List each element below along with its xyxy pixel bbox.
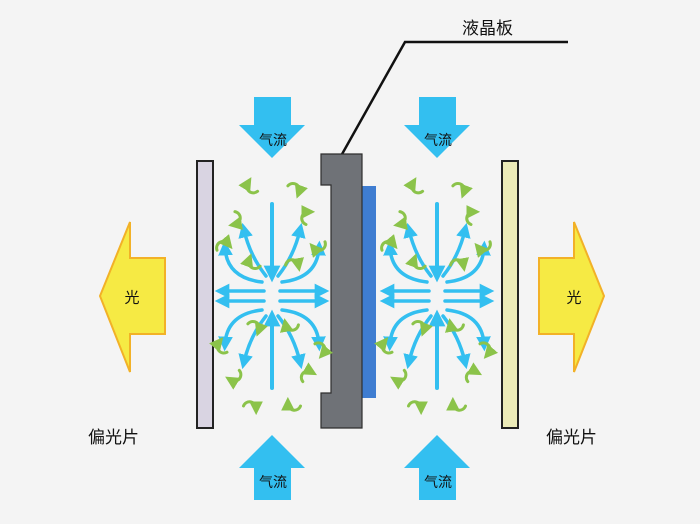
swirl-arrow: [246, 319, 268, 337]
lcd-panel-label: 液晶板: [462, 19, 513, 39]
swirl-arrow: [407, 400, 428, 416]
swirl-arrow: [411, 319, 433, 337]
swirl-arrow: [300, 205, 316, 226]
swirl-arrow: [464, 362, 483, 384]
lcd-panel: [320, 153, 363, 429]
panel-blue-layer: [362, 186, 376, 398]
polarizer-right: [501, 160, 519, 429]
swirl-arrow: [451, 181, 473, 199]
airflow-arrow-top-right: [404, 97, 470, 158]
flow-fan-arrow: [403, 314, 433, 370]
swirl-arrow: [240, 253, 262, 271]
swirl-arrow: [478, 341, 499, 359]
swirl-arrow: [465, 205, 481, 226]
flow-fan-arrow: [280, 308, 326, 352]
swirl-arrow: [238, 177, 260, 195]
swirl-arrow: [403, 177, 425, 195]
light-label-right: 光: [566, 288, 582, 307]
flow-fan-arrow: [276, 314, 306, 370]
swirl-arrow: [474, 240, 492, 258]
flow-fan-arrow: [276, 222, 306, 278]
swirl-arrow: [374, 337, 394, 355]
flow-fan-arrow: [441, 314, 471, 370]
airflow-arrow-bottom-right: [404, 435, 470, 500]
swirl-arrow: [225, 368, 243, 390]
swirl-arrow: [280, 318, 300, 333]
swirl-arrow: [209, 337, 229, 355]
flow-fan-arrow: [218, 308, 264, 352]
swirl-arrow: [380, 234, 398, 252]
polarizer-left: [196, 160, 214, 429]
flow-fan-right: [379, 202, 495, 390]
flow-fan-arrow: [441, 222, 471, 278]
swirl-arrow: [281, 396, 302, 412]
swirl-arrow: [449, 257, 469, 272]
flow-fan-left: [214, 202, 330, 390]
light-arrow-left: [98, 221, 166, 373]
swirl-arrow: [286, 181, 308, 199]
swirl-arrow: [284, 257, 304, 272]
polarizer-label-left: 偏光片: [88, 428, 139, 448]
swirl-arrow: [228, 210, 243, 230]
airflow-label-top-right: 气流: [424, 133, 452, 149]
airflow-arrow-bottom-left: [239, 435, 305, 500]
airflow-label-bottom-left: 气流: [259, 475, 287, 491]
flow-fan-arrow: [238, 314, 268, 370]
flow-fan-arrow: [383, 308, 429, 352]
flow-fan-arrow: [383, 240, 429, 284]
airflow-label-bottom-right: 气流: [424, 475, 452, 491]
swirl-group-left: [209, 177, 334, 416]
polarizer-label-right: 偏光片: [546, 428, 597, 448]
lcd-panel-leader-line: [330, 40, 568, 173]
light-arrow-right: [538, 221, 606, 373]
swirl-arrow: [299, 362, 318, 384]
swirl-arrow: [309, 240, 327, 258]
swirl-arrow: [242, 400, 263, 416]
swirl-arrow: [393, 210, 408, 230]
swirl-arrow: [405, 253, 427, 271]
swirl-arrow: [313, 341, 334, 359]
swirl-arrow: [390, 368, 408, 390]
swirl-group-right: [374, 177, 499, 416]
swirl-arrow: [445, 318, 465, 333]
flow-fan-arrow: [218, 240, 264, 284]
swirl-arrow: [215, 234, 233, 252]
swirl-arrow: [446, 396, 467, 412]
airflow-arrow-top-left: [239, 97, 305, 158]
airflow-label-top-left: 气流: [259, 133, 287, 149]
flow-fan-arrow: [445, 308, 491, 352]
light-label-left: 光: [124, 288, 140, 307]
